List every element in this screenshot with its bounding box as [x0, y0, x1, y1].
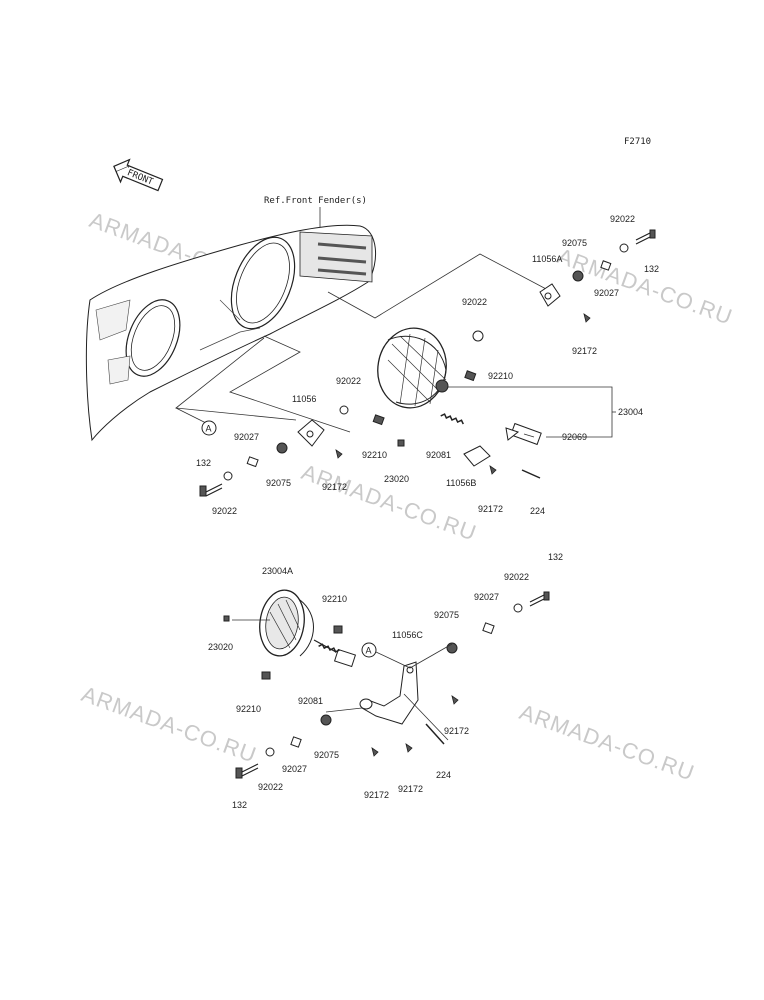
label-11056a: 11056A [532, 254, 562, 264]
watermark-5: ARMADA-CO.RU [516, 699, 698, 786]
label-11056: 11056 [292, 394, 316, 404]
headlight-23004 [377, 327, 449, 409]
label-92172: 92172 [398, 784, 423, 794]
watermark-3: ARMADA-CO.RU [298, 459, 480, 546]
label-92075: 92075 [314, 750, 339, 760]
label-92022: 92022 [212, 506, 237, 516]
label-92075: 92075 [266, 478, 291, 488]
svg-text:A: A [206, 424, 212, 434]
label-92022: 92022 [336, 376, 361, 386]
label-92027: 92027 [234, 432, 259, 442]
label-92210: 92210 [322, 594, 347, 604]
label-92075: 92075 [434, 610, 459, 620]
svg-text:A: A [366, 646, 372, 656]
part-labels: 92022 132 92075 11056A 92027 92022 92172… [196, 214, 659, 810]
label-92172: 92172 [322, 482, 347, 492]
label-92210: 92210 [362, 450, 387, 460]
label-224: 224 [530, 506, 545, 516]
label-11056c: 11056C [392, 630, 423, 640]
label-92075: 92075 [562, 238, 587, 248]
watermark-2: ARMADA-CO.RU [554, 243, 736, 330]
label-92172: 92172 [444, 726, 469, 736]
label-224: 224 [436, 770, 451, 780]
label-92069: 92069 [562, 432, 587, 442]
label-92210: 92210 [488, 371, 513, 381]
headlight-23004a [259, 589, 314, 657]
connector-plug [313, 639, 357, 668]
label-92022: 92022 [610, 214, 635, 224]
bulb-92069 [505, 422, 542, 446]
label-92081: 92081 [298, 696, 323, 706]
label-92027: 92027 [474, 592, 499, 602]
bracket-11056b [463, 445, 491, 467]
label-23004a: 23004A [262, 566, 293, 576]
label-92081: 92081 [426, 450, 451, 460]
label-92027: 92027 [282, 764, 307, 774]
label-23020: 23020 [384, 474, 409, 484]
callout-a-upper: A [201, 420, 217, 436]
label-23004: 23004 [618, 407, 643, 417]
label-92022: 92022 [258, 782, 283, 792]
bracket-11056c [361, 661, 419, 725]
front-fender [85, 224, 377, 442]
label-92022: 92022 [462, 297, 487, 307]
reference-label: Ref.Front Fender(s) [264, 196, 367, 206]
watermark-4: ARMADA-CO.RU [78, 681, 260, 768]
label-92027: 92027 [594, 288, 619, 298]
label-23020: 23020 [208, 642, 233, 652]
label-92210: 92210 [236, 704, 261, 714]
label-92172: 92172 [478, 504, 503, 514]
label-92172: 92172 [364, 790, 389, 800]
label-92022: 92022 [504, 572, 529, 582]
label-132: 132 [644, 264, 659, 274]
spring-92081-upper [440, 413, 464, 425]
figure-code: F2710 [624, 137, 651, 147]
label-132: 132 [232, 800, 247, 810]
label-132: 132 [548, 552, 563, 562]
front-arrow-icon: FRONT [113, 158, 164, 192]
label-132: 132 [196, 458, 211, 468]
label-11056b: 11056B [446, 478, 476, 488]
spring-92081-lower [318, 643, 340, 653]
callout-a-lower: A [361, 642, 377, 658]
label-92172: 92172 [572, 346, 597, 356]
